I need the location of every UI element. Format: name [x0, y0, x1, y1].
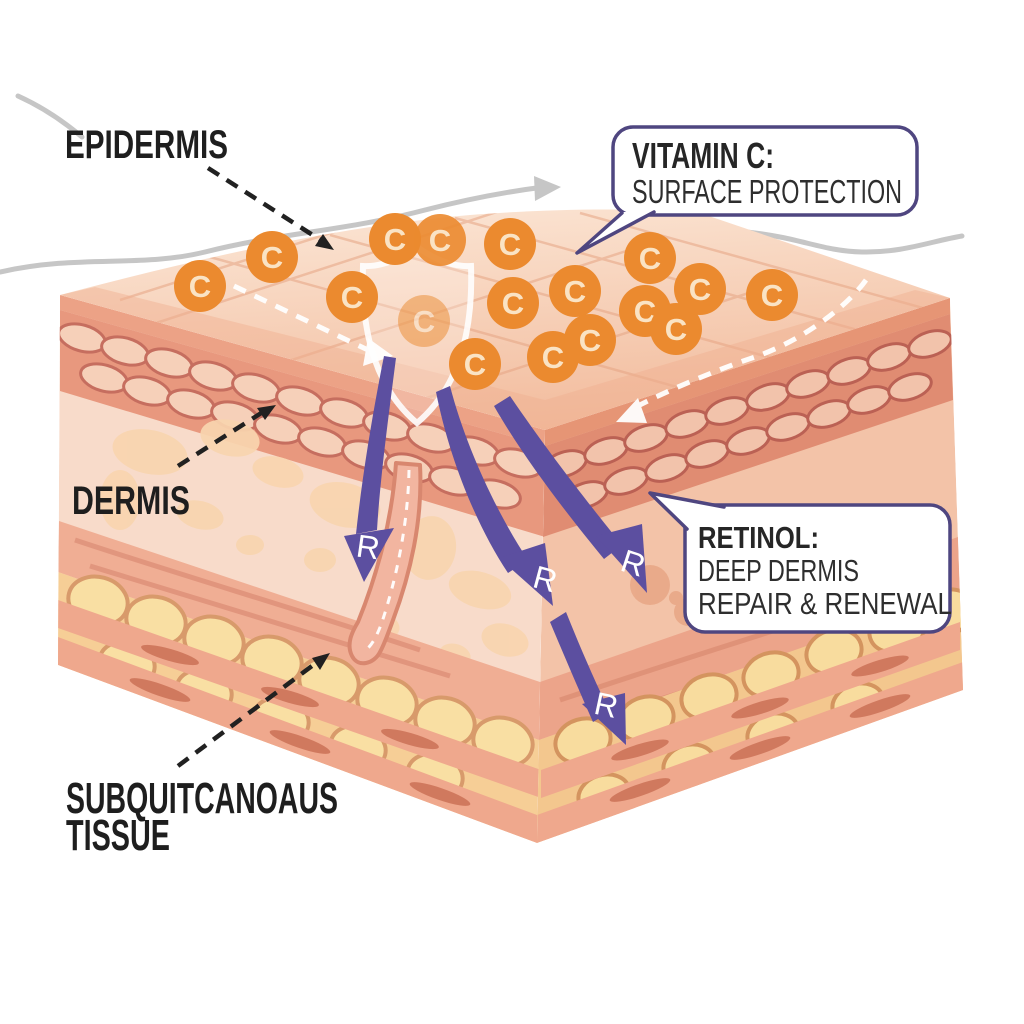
- label-pointer-arrowheads: [257, 234, 334, 670]
- fat-vessel-right: [541, 622, 960, 798]
- epidermis-label: EPIDERMIS: [65, 123, 228, 167]
- vitamin-c-letter: C: [499, 227, 521, 262]
- vitamin-c-molecule-faded: C: [398, 295, 450, 347]
- vitamin-c-letter: C: [384, 222, 406, 257]
- callout-vitamin-c: VITAMIN C: SURFACE PROTECTION: [575, 125, 919, 255]
- wave-arrowhead: [534, 176, 561, 201]
- fat-vessel-bottom-right: [537, 662, 963, 843]
- retinol-callout-title: RETINOL:: [698, 520, 819, 555]
- vitamin-c-molecule: C: [674, 263, 726, 315]
- vitamin-c-molecule: C: [564, 314, 616, 366]
- vitamin-c-molecule: C: [449, 338, 501, 390]
- vitamin-c-letter: C: [189, 269, 211, 304]
- vitamin-c-molecule: C: [487, 277, 539, 329]
- subcutaneous-label-line1: SUBQUITCANOAUS: [66, 774, 338, 823]
- skin-face-right: [537, 298, 963, 843]
- subcutaneous-label-line2: TISSUE: [66, 811, 170, 860]
- dermis-pointer: [176, 408, 268, 468]
- vitamin-c-letter: C: [639, 241, 661, 276]
- vitamin-c-letter: C: [261, 240, 283, 275]
- vitamin-c-letter: C: [413, 304, 435, 339]
- callout-retinol: RETINOL: DEEP DERMIS REPAIR & RENEWAL: [648, 491, 952, 634]
- retinol-letter: R: [354, 528, 382, 567]
- dashed-arrow-right: [632, 278, 869, 411]
- vitamin-c-molecule: C: [174, 260, 226, 312]
- vitamin-c-molecule: C: [369, 213, 421, 265]
- retinol-arrow: R: [344, 356, 396, 582]
- vitamin-c-letter: C: [341, 280, 363, 315]
- vitamin-c-molecule: C: [549, 265, 601, 317]
- vitamin-c-letter: C: [564, 274, 586, 309]
- vitamin-c-letter: C: [429, 223, 451, 258]
- vitamin-c-molecule: C: [414, 214, 466, 266]
- retinol-arrow: R: [550, 612, 626, 745]
- skin-face-left: [58, 295, 545, 843]
- retinol-callout-line1: DEEP DERMIS: [698, 553, 859, 588]
- vitamin-c-letter: C: [464, 347, 486, 382]
- dashed-arrowhead-right: [616, 398, 647, 423]
- vitamin-c-molecule: C: [246, 231, 298, 283]
- vitamin-c-molecule: C: [746, 269, 798, 321]
- dermis-label: DERMIS: [72, 479, 190, 523]
- epidermis-lip-right: [545, 298, 950, 446]
- vitamin-c-callout-title: VITAMIN C:: [632, 135, 774, 176]
- epidermis-pointer: [206, 166, 324, 243]
- wave-left: [0, 184, 547, 275]
- vitamin-c-letter: C: [665, 312, 687, 347]
- subcutaneous-pointer: [176, 658, 322, 768]
- vitamin-c-letter: C: [542, 340, 564, 375]
- vitamin-c-letter: C: [502, 286, 524, 321]
- vitamin-c-molecule: C: [624, 232, 676, 284]
- vitamin-c-letter: C: [761, 278, 783, 313]
- wave-top-left-segment: [15, 93, 85, 140]
- fat-vessel-bottom-left: [58, 637, 537, 843]
- retinol-arrows: R R R R: [344, 356, 650, 745]
- retinol-arrow: R: [494, 396, 650, 593]
- epidermis-lip-left: [60, 295, 545, 446]
- dashed-arrow-left: [232, 283, 370, 353]
- layer-labels: EPIDERMIS DERMIS SUBQUITCANOAUS TISSUE: [65, 123, 338, 860]
- callout-retinol-tail: [650, 493, 724, 528]
- label-pointer-arrows: [176, 166, 324, 768]
- vitamin-c-molecule: C: [326, 271, 378, 323]
- vitamin-c-molecule: C: [650, 303, 702, 355]
- vitamin-c-callout-subtitle: SURFACE PROTECTION: [632, 173, 902, 210]
- vitamin-c-letter: C: [689, 272, 711, 307]
- epidermis-cells-right: [542, 329, 953, 510]
- vitamin-c-letter: C: [579, 323, 601, 358]
- hair-follicle-icon: [347, 461, 423, 666]
- vitamin-c-letter: C: [634, 294, 656, 329]
- retinol-callout-line2: REPAIR & RENEWAL: [698, 586, 952, 621]
- vitamin-c-molecule: C: [484, 218, 536, 270]
- vitamin-c-molecules: C C C C C C C C C C C C C C C C: [174, 213, 798, 390]
